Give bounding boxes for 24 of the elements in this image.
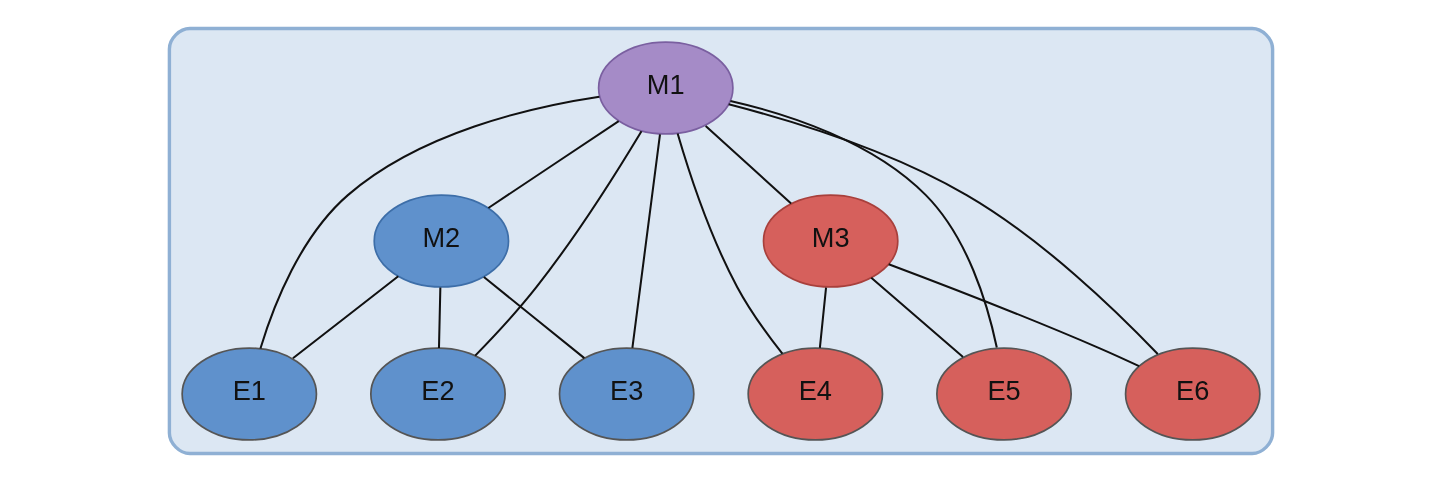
connector (631, 134, 661, 349)
connector (888, 263, 1140, 368)
node-ellipse: M1 (597, 41, 734, 135)
connector (483, 276, 585, 359)
connector (259, 95, 600, 349)
connector (818, 287, 828, 349)
node-ellipse: M2 (373, 194, 510, 288)
node-ellipse: E1 (181, 347, 318, 441)
node-ellipse: M3 (762, 194, 899, 288)
node-ellipse: E6 (1124, 347, 1261, 441)
connector (437, 287, 442, 348)
connector (728, 103, 1159, 355)
connector (730, 99, 998, 348)
node-ellipse: E4 (747, 347, 884, 441)
cluster (167, 26, 1275, 456)
node-ellipse: E2 (369, 347, 506, 441)
connector (474, 130, 643, 357)
connector (676, 133, 784, 355)
node-ellipse: E3 (558, 347, 695, 441)
connector (705, 125, 792, 205)
node-ellipse: E5 (936, 347, 1072, 441)
connector (487, 120, 620, 209)
connector (292, 275, 399, 360)
connector (870, 277, 964, 358)
